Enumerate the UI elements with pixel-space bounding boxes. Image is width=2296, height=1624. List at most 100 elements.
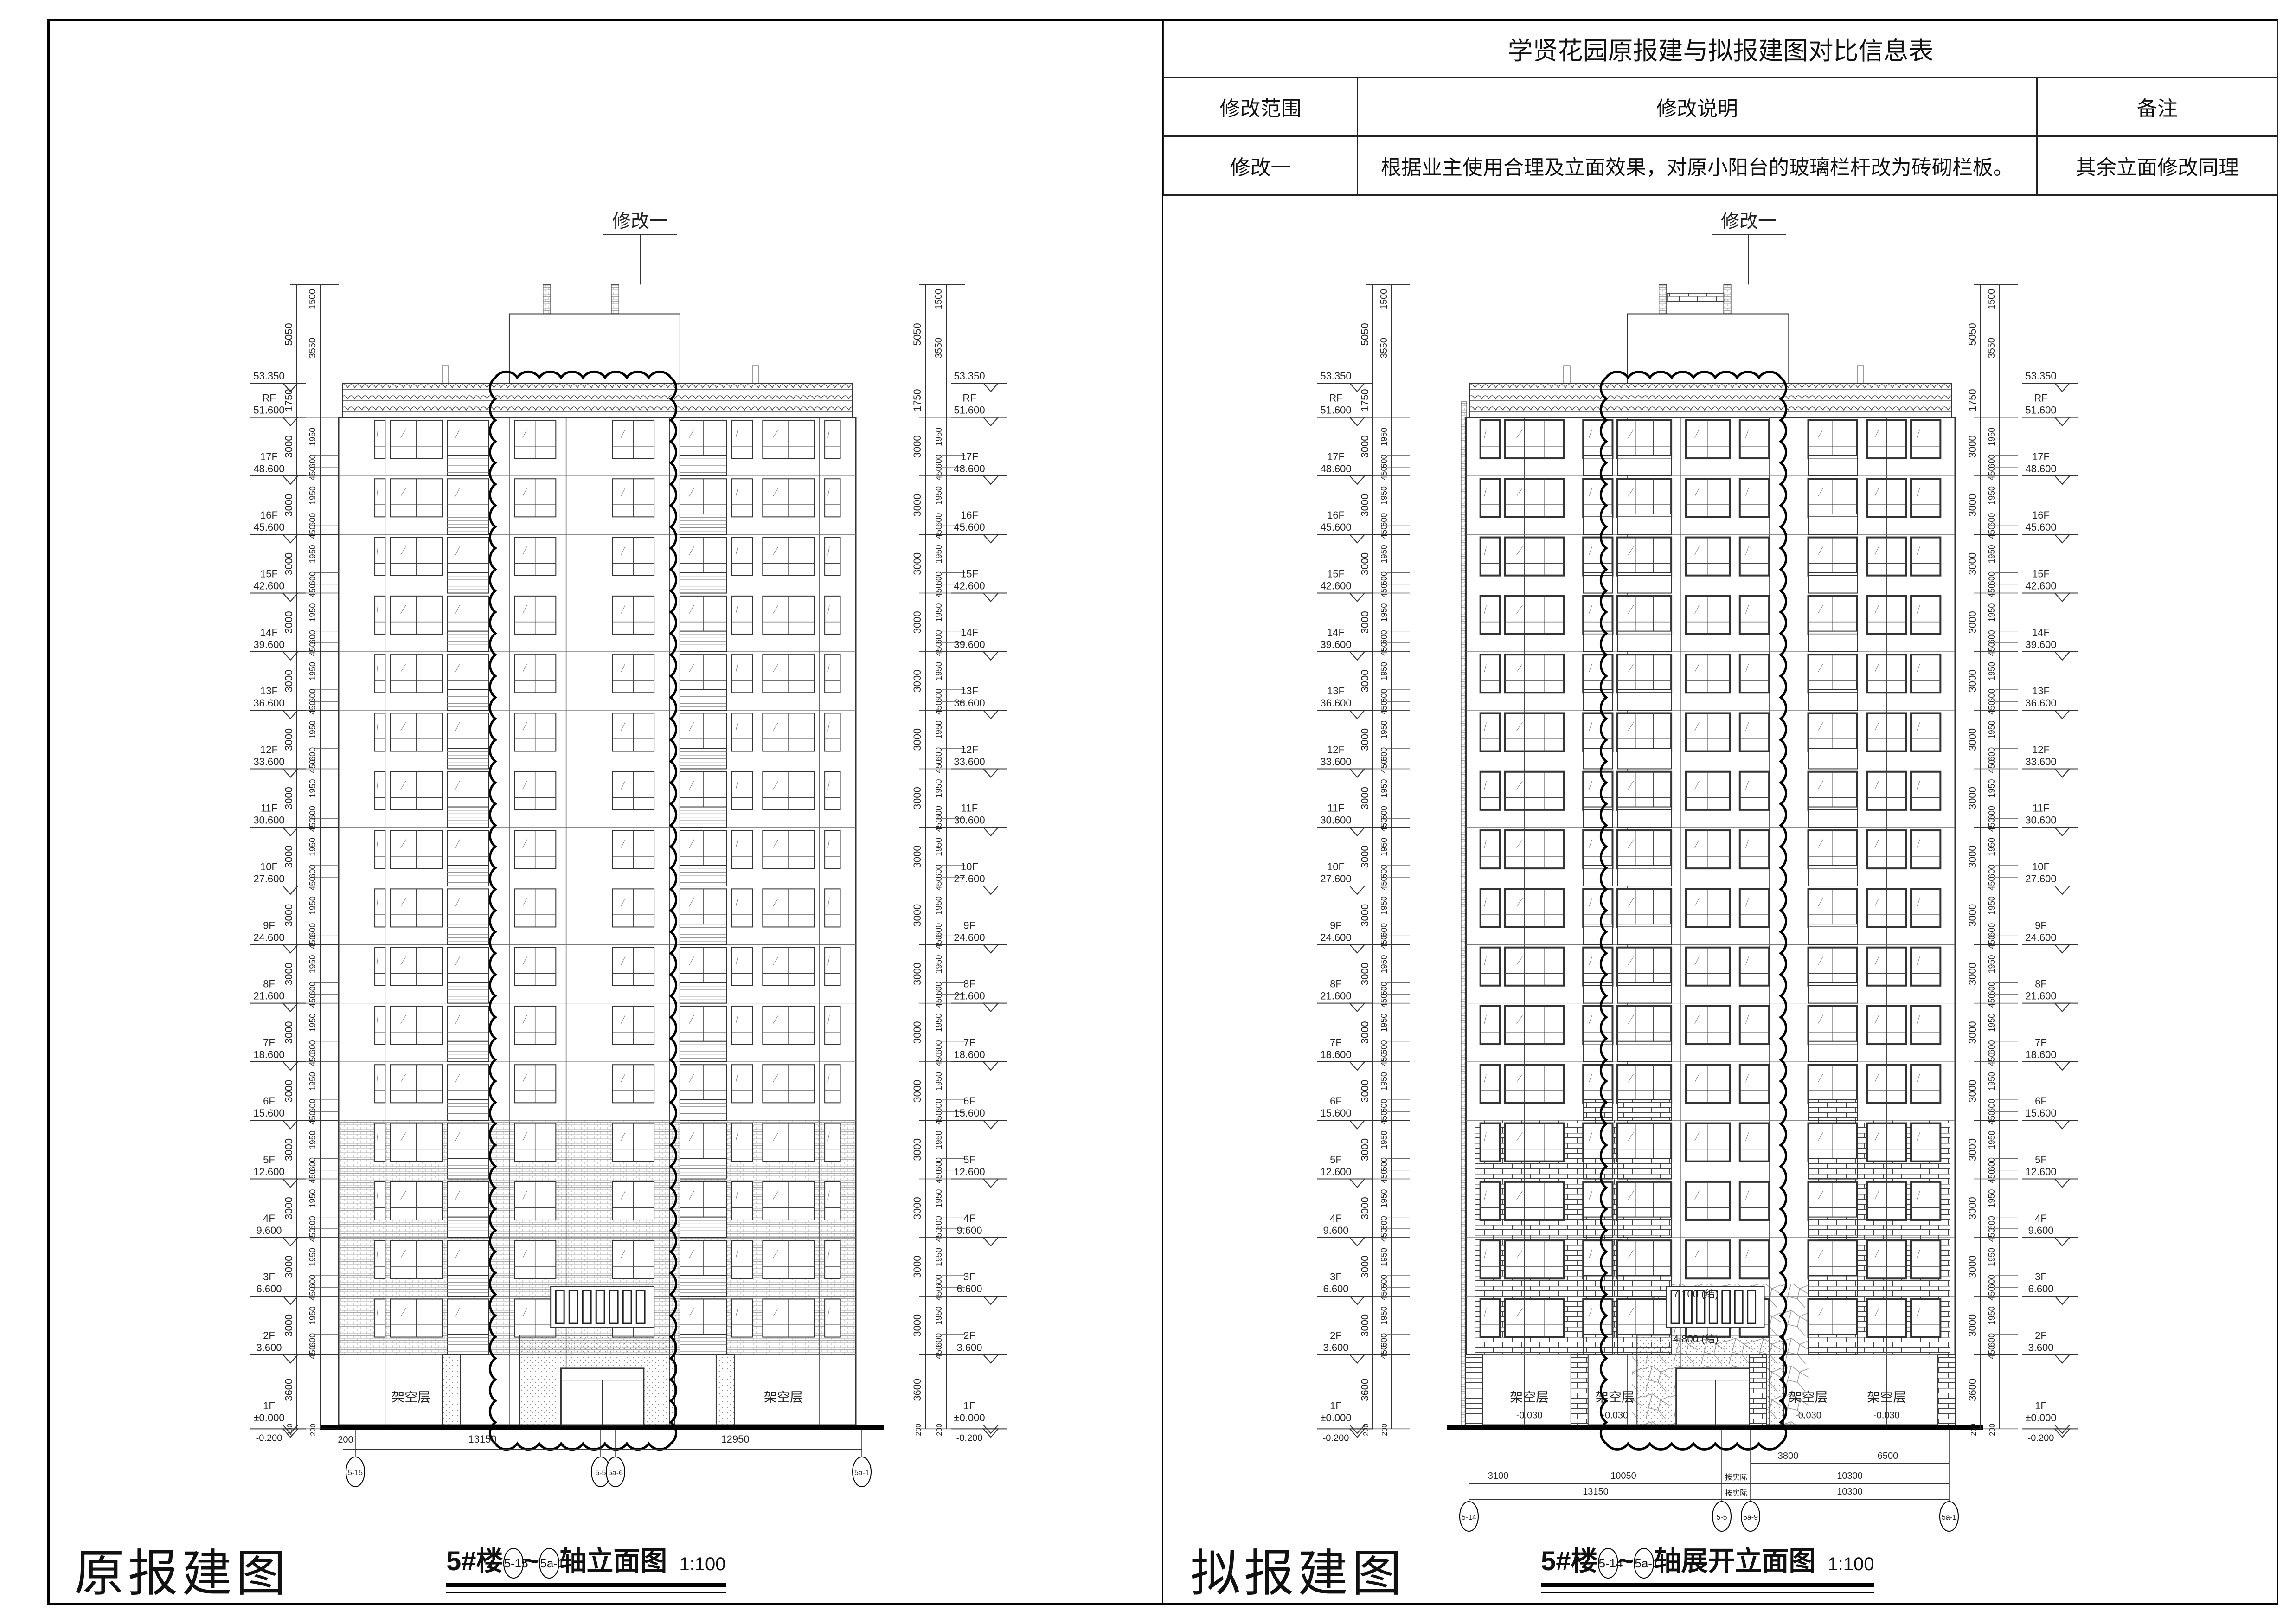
- floor-elevation: ±0.000: [954, 1412, 985, 1424]
- glass-mark: [1516, 429, 1523, 438]
- revision-tag: 修改一: [1721, 211, 1777, 231]
- glass-mark: [1516, 722, 1523, 731]
- glass-mark: [773, 546, 779, 555]
- glass-mark: [1874, 1249, 1879, 1258]
- glass-mark: [1516, 1191, 1523, 1200]
- window: [1738, 419, 1770, 460]
- floor-label: 4F: [263, 1213, 275, 1224]
- glass-mark: [1818, 1015, 1823, 1024]
- sill-dimension: 450: [934, 1169, 943, 1183]
- window: [824, 888, 841, 928]
- window-dimension: 1950: [1379, 779, 1389, 798]
- glass-mark: [621, 1249, 626, 1258]
- level-triangle-icon: [1348, 592, 1366, 603]
- floor-label: 10F: [1327, 861, 1345, 873]
- sill-dimension: 450: [308, 1228, 317, 1242]
- glass-mark: [735, 1308, 738, 1317]
- window: [1479, 829, 1501, 870]
- glass-mark: [689, 722, 694, 731]
- floor-height-dimension: 3000: [911, 845, 923, 868]
- roof-dimension: 3550: [934, 338, 944, 359]
- roof-chimney: [442, 365, 449, 384]
- level-triangle-icon: [282, 768, 299, 778]
- floor-label: 14F: [1327, 627, 1345, 638]
- glass-mark: [377, 488, 378, 497]
- floor-elevation: 21.600: [253, 990, 284, 1002]
- floor-label: RF: [2034, 392, 2047, 404]
- bottom-dimension: 10300: [1837, 1471, 1863, 1481]
- decorative-screen-bar: [622, 1290, 632, 1324]
- window: [1582, 1298, 1614, 1338]
- window: [824, 713, 841, 752]
- base-dimension: 200: [1970, 1424, 1978, 1436]
- window-dimension: 1950: [1379, 486, 1389, 505]
- floor-elevation: 6.600: [2028, 1283, 2053, 1295]
- glass-mark: [455, 956, 460, 965]
- floor-label: 8F: [963, 978, 975, 990]
- glass-mark: [522, 956, 527, 965]
- floor-height-dimension: 3000: [911, 552, 923, 575]
- spandrel-dimension: 600: [1379, 923, 1389, 937]
- sill-dimension: 450: [1987, 1345, 1996, 1359]
- glass-mark: [1818, 781, 1823, 790]
- glass-mark: [1628, 1308, 1634, 1317]
- floor-height-dimension: 3000: [911, 494, 923, 517]
- level-triangle-icon: [2053, 1354, 2071, 1364]
- floor-height-dimension: 3000: [911, 728, 923, 751]
- window: [1616, 1181, 1673, 1221]
- row-note: 其余立面修改同理: [2036, 135, 2278, 196]
- spandrel-dimension: 600: [308, 806, 317, 820]
- level-triangle-icon: [982, 1237, 1000, 1247]
- glass-mark: [400, 605, 406, 614]
- glass-mark: [1818, 429, 1823, 438]
- floor-label: 2F: [963, 1329, 975, 1341]
- ground-column: [715, 1354, 735, 1425]
- window: [824, 830, 841, 869]
- floor-elevation: 3.600: [1323, 1342, 1348, 1353]
- window: [1582, 888, 1614, 928]
- floor-label: 17F: [961, 451, 978, 462]
- floor-elevation: 15.600: [253, 1107, 284, 1119]
- spandrel-dimension: 600: [1379, 1216, 1389, 1230]
- glass-mark: [1874, 546, 1879, 555]
- floor-height-dimension: 3000: [1967, 1314, 1978, 1337]
- floor-label: 9F: [2035, 919, 2047, 931]
- window: [1582, 478, 1614, 518]
- floor-height-dimension: 3000: [911, 787, 923, 809]
- sill-dimension: 450: [1379, 877, 1389, 891]
- floor-height-dimension: 1750: [1359, 389, 1371, 411]
- window: [374, 1298, 386, 1338]
- floor-label: 17F: [260, 451, 278, 462]
- roof-chimney: [752, 365, 759, 384]
- glass-mark: [1818, 488, 1823, 497]
- level-triangle-icon: [2053, 651, 2071, 661]
- base-elevation: -0.200: [1323, 1433, 1349, 1443]
- glass-mark: [1874, 722, 1879, 731]
- brick-balcony-parapet: [1583, 982, 1613, 1004]
- glass-mark: [827, 1308, 830, 1317]
- floor-label: 5F: [2035, 1154, 2047, 1166]
- window: [1479, 770, 1501, 811]
- window: [824, 595, 841, 635]
- glass-mark: [1628, 429, 1634, 438]
- floor-label: 13F: [961, 685, 978, 697]
- spandrel-dimension: 600: [934, 630, 943, 644]
- window: [731, 654, 753, 693]
- floor-height-dimension: 3000: [1967, 1080, 1978, 1103]
- level-triangle-icon: [2053, 768, 2071, 778]
- window-dimension: 1950: [308, 1072, 317, 1091]
- window-dimension: 1950: [1987, 720, 1996, 739]
- roof-frame: [1667, 293, 1725, 302]
- glass-mark: [1874, 1132, 1879, 1141]
- window: [1582, 1181, 1614, 1221]
- window: [1582, 712, 1614, 752]
- ground-column: [442, 1354, 461, 1425]
- window: [1738, 478, 1770, 518]
- floor-elevation: 30.600: [954, 815, 985, 826]
- level-triangle-icon: [982, 886, 1000, 895]
- level-triangle-icon: [1348, 534, 1366, 544]
- window-dimension: 1950: [1379, 896, 1389, 915]
- spandrel-dimension: 600: [1987, 864, 1996, 878]
- axis-bubble: 5a-1: [1634, 1547, 1659, 1579]
- glass-mark: [1874, 429, 1879, 438]
